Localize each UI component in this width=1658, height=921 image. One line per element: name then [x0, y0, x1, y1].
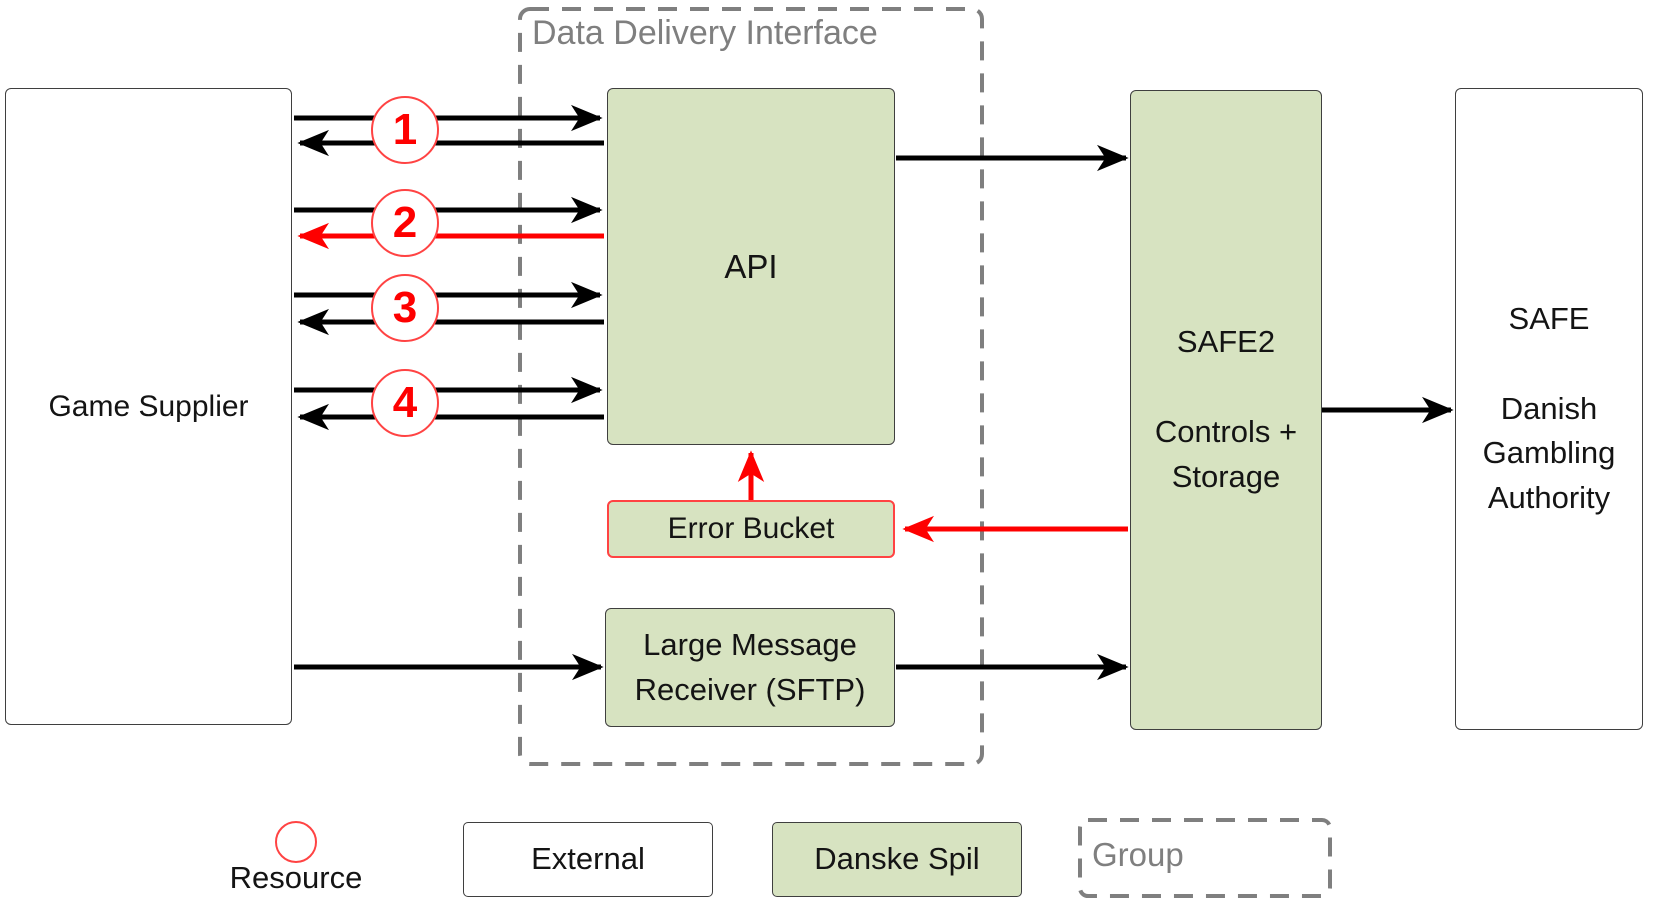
node-api: API: [607, 88, 895, 445]
node-game-supplier-label: Game Supplier: [48, 389, 249, 423]
resource-marker-3: 3: [371, 274, 439, 342]
node-safe: SAFE Danish Gambling Authority: [1455, 88, 1643, 730]
legend-group-label: Group: [1092, 836, 1184, 873]
node-error-bucket: Error Bucket: [607, 500, 895, 558]
group-title: Data Delivery Interface: [532, 14, 878, 52]
node-error-bucket-label: Error Bucket: [667, 512, 835, 546]
node-safe-label: SAFE Danish Gambling Authority: [1482, 300, 1616, 516]
legend-resource-circle-icon: [275, 821, 317, 863]
resource-marker-1-label: 1: [392, 105, 418, 154]
resource-marker-4: 4: [371, 369, 439, 437]
node-game-supplier: Game Supplier: [5, 88, 292, 725]
resource-marker-1: 1: [371, 96, 439, 164]
legend-danske-spil-swatch: Danske Spil: [772, 822, 1022, 897]
node-api-label: API: [724, 247, 778, 285]
node-large-message-receiver: Large Message Receiver (SFTP): [605, 608, 895, 727]
node-safe2-label: SAFE2 Controls + Storage: [1154, 324, 1298, 494]
resource-marker-3-label: 3: [392, 283, 418, 332]
node-large-message-receiver-label: Large Message Receiver (SFTP): [634, 626, 866, 707]
resource-marker-2-label: 2: [392, 198, 418, 247]
legend-external-swatch: External: [463, 822, 713, 897]
legend-external-label: External: [531, 841, 645, 877]
legend-danske-spil-label: Danske Spil: [814, 841, 980, 877]
resource-marker-4-label: 4: [392, 378, 418, 427]
node-safe2: SAFE2 Controls + Storage: [1130, 90, 1322, 730]
legend-resource-label: Resource: [229, 860, 363, 895]
resource-marker-2: 2: [371, 189, 439, 257]
